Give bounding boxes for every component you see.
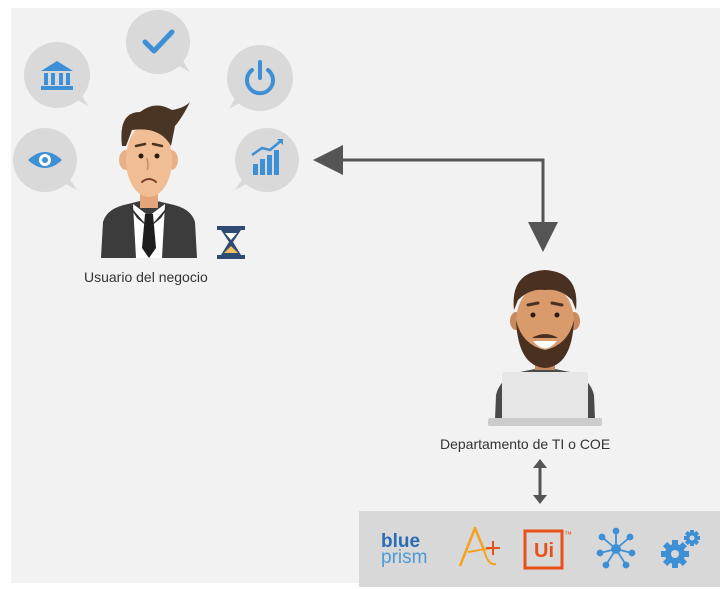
blue-prism-logo: blue prism	[381, 531, 428, 568]
network-icon	[596, 527, 636, 569]
eye-icon	[28, 152, 62, 168]
bubble-chart	[235, 128, 299, 192]
growth-chart-icon	[251, 139, 283, 175]
diagram-canvas	[11, 8, 720, 583]
automation-anywhere-logo	[458, 526, 500, 567]
checkmark-icon	[142, 29, 175, 54]
uipath-trademark: ™	[564, 530, 572, 539]
it-department-label: Departamento de TI o COE	[440, 436, 611, 452]
connector-it-to-tools	[533, 459, 547, 504]
bank-icon	[41, 61, 73, 90]
power-icon	[245, 60, 275, 96]
hourglass-icon	[217, 226, 245, 259]
it-department-avatar	[488, 270, 602, 426]
uipath-logo-text: Ui	[534, 540, 554, 562]
business-user-avatar	[101, 102, 197, 258]
gears-icon	[661, 530, 700, 568]
bubble-power	[227, 45, 293, 111]
bubble-eye	[13, 128, 77, 192]
tools-bar	[359, 511, 720, 587]
bubble-bank	[24, 42, 90, 108]
connector-user-to-it	[313, 145, 558, 252]
business-user-label: Usuario del negocio	[84, 269, 208, 285]
bubble-check	[126, 10, 190, 74]
blue-prism-logo-line2: prism	[381, 547, 428, 568]
blue-prism-logo-line1: blue	[381, 531, 421, 552]
uipath-logo: Ui ™	[523, 529, 572, 570]
